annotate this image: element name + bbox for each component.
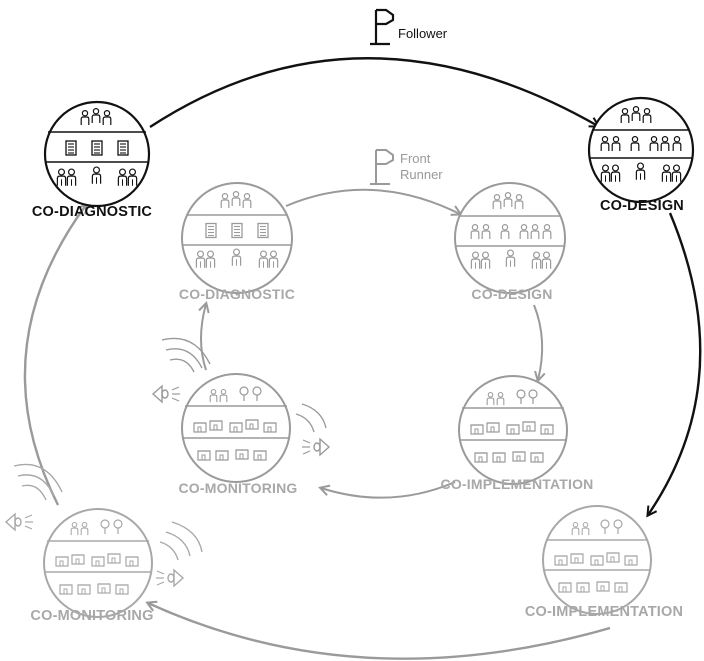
outer-arrow-diagnostic-to-design <box>149 57 598 129</box>
outer-co-diagnostic-label: CO-DIAGNOSTIC <box>31 204 153 220</box>
inner-arrow-design-to-implementation <box>533 304 542 380</box>
inner-co-diagnostic-icon <box>181 182 293 294</box>
outer-monitoring-eye-right-icon <box>155 521 203 587</box>
outer-co-design-label: CO-DESIGN <box>600 198 684 214</box>
outer-co-implementation-label: CO-IMPLEMENTATION <box>524 604 684 620</box>
inner-arrow-diagnostic-to-design <box>285 188 460 214</box>
front-runner-flag-icon <box>370 149 394 185</box>
follower-label: Follower <box>398 26 448 41</box>
inner-monitoring-eye-left-icon <box>152 337 211 403</box>
inner-cycle-arrows <box>201 188 542 499</box>
follower-flag-icon <box>370 8 395 46</box>
outer-co-design-icon <box>587 96 695 204</box>
inner-co-monitoring-icon <box>181 373 291 483</box>
outer-co-diagnostic-icon <box>43 100 151 208</box>
inner-arrow-monitoring-to-diagnostic <box>201 304 206 371</box>
front-runner-label: Front Runner <box>400 151 443 183</box>
outer-arrow-monitoring-to-diagnostic <box>23 205 86 506</box>
inner-co-design-label: CO-DESIGN <box>471 286 553 302</box>
outer-co-implementation-icon <box>542 505 652 615</box>
inner-co-diagnostic-label: CO-DIAGNOSTIC <box>178 286 296 302</box>
inner-co-implementation-icon <box>458 375 568 485</box>
inner-co-monitoring-label: CO-MONITORING <box>178 480 298 496</box>
outer-arrow-design-to-implementation <box>648 212 702 515</box>
inner-arrow-implementation-to-monitoring <box>321 481 456 499</box>
front-runner-label-line2: Runner <box>400 167 443 182</box>
outer-cycle-arrows <box>23 57 702 660</box>
outer-co-monitoring-icon <box>43 508 153 618</box>
inner-monitoring-eye-right-icon <box>295 403 330 456</box>
inner-co-implementation-label: CO-IMPLEMENTATION <box>440 476 594 492</box>
outer-co-monitoring-label: CO-MONITORING <box>30 608 154 624</box>
outer-arrow-implementation-to-monitoring <box>148 603 611 660</box>
outer-monitoring-eye-left-icon <box>5 463 63 531</box>
front-runner-label-line1: Front <box>400 151 431 166</box>
inner-co-design-icon <box>454 182 566 294</box>
